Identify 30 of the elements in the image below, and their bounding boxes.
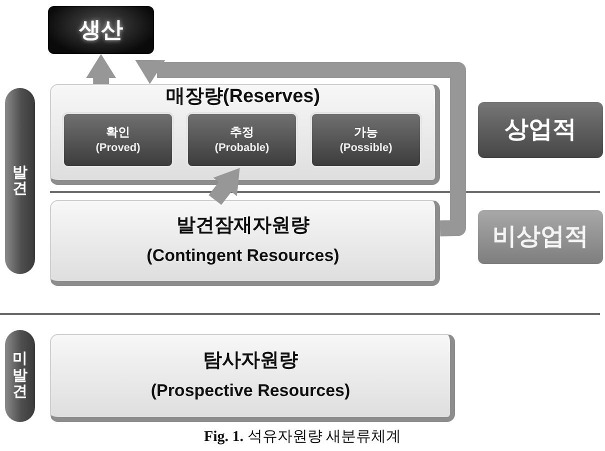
box-label: 비상업적 (492, 222, 588, 252)
class-title: 추정 (230, 125, 254, 140)
panel-title: 매장량(Reserves) (166, 86, 320, 109)
panel-title: 탐사자원량 (203, 350, 298, 374)
vertical-label: 발견 (12, 164, 28, 198)
box-label: 상업적 (504, 116, 576, 144)
panel-title: 발견잠재자원량 (176, 215, 310, 238)
panel-subtitle: (Contingent Resources) (146, 246, 340, 267)
class-box (62, 112, 174, 168)
category-panel (50, 200, 440, 286)
class-title: 가능 (354, 125, 378, 140)
vertical-label: 미발견 (12, 351, 28, 401)
figure-caption: Fig. 1. 석유자원량 새분류체계 (202, 428, 402, 446)
class-subtitle: (Proved) (96, 142, 140, 155)
side-tab (5, 88, 35, 274)
class-box (310, 112, 422, 168)
box-label: 생산 (79, 16, 123, 44)
arrow (86, 54, 116, 84)
side-tab (5, 330, 35, 422)
label-box (478, 210, 603, 264)
production-box (48, 6, 154, 54)
class-box (186, 112, 298, 168)
label-box (478, 102, 603, 158)
class-title: 확인 (106, 125, 130, 140)
category-panel (50, 334, 455, 422)
arrow (135, 60, 466, 236)
panel-subtitle: (Prospective Resources) (150, 381, 350, 402)
class-subtitle: (Possible) (340, 142, 392, 155)
class-subtitle: (Probable) (214, 142, 270, 155)
category-panel (50, 84, 440, 185)
